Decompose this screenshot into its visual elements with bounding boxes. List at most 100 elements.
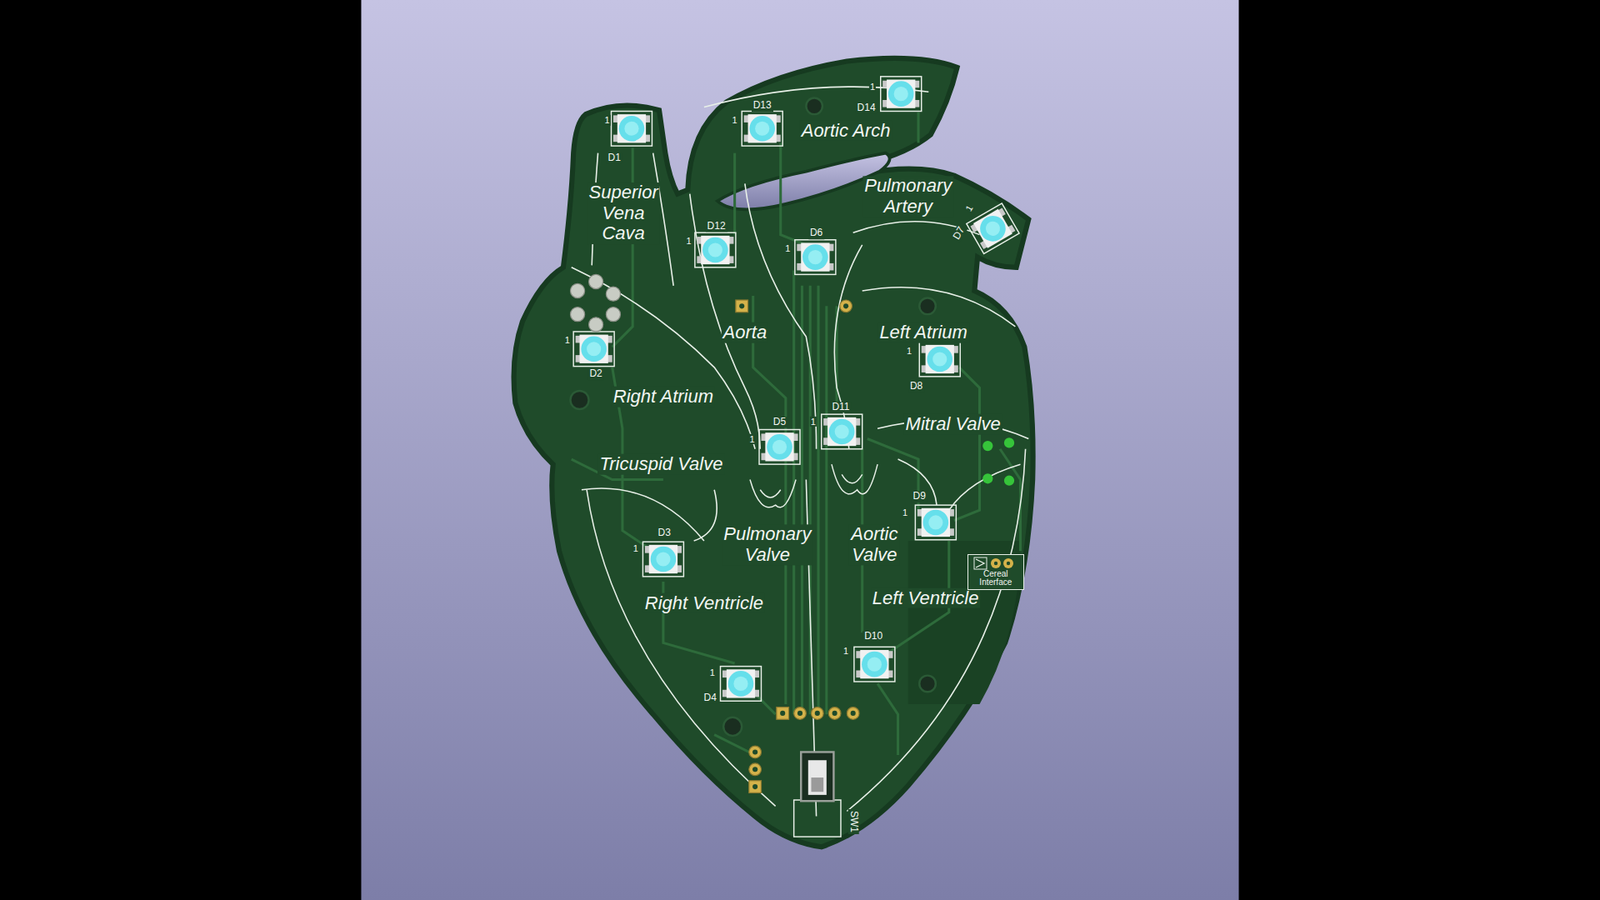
- anatomy-outline: [571, 86, 1030, 817]
- interface-symbol: [973, 556, 1019, 570]
- anatomy-outline: [581, 488, 705, 541]
- pin-marker: 1: [604, 115, 611, 125]
- leds: [966, 203, 1020, 255]
- reference-designator: D4: [702, 692, 719, 704]
- reference-designator: D10: [862, 630, 885, 642]
- switch: [800, 751, 834, 801]
- leds: [610, 110, 652, 146]
- mounting-holes: [919, 675, 936, 693]
- leds: [915, 505, 956, 540]
- connector-pads: [605, 307, 620, 322]
- reference-designator: D2: [587, 369, 604, 380]
- anatomy-outline: [862, 287, 1016, 327]
- leds: [573, 76, 1020, 701]
- leds: [695, 232, 736, 268]
- copper-traces: [571, 112, 1021, 755]
- reference-designator: SW1: [847, 809, 859, 835]
- switch: [794, 751, 841, 837]
- copper-traces: [1000, 449, 1020, 551]
- header-pins: [794, 707, 807, 720]
- header-holes: [850, 710, 856, 716]
- copper-traces: [780, 142, 807, 245]
- header-pins: [810, 707, 824, 720]
- mounting-holes: [805, 98, 823, 115]
- reference-designator: D13: [751, 100, 774, 112]
- region-label: Aorta: [721, 322, 770, 344]
- copper-traces: [877, 683, 898, 755]
- valve-cusps: [841, 474, 862, 483]
- region-label: Pulmonary Artery: [862, 176, 954, 218]
- reference-designator: D7: [950, 224, 968, 244]
- reference-designator: D14: [855, 102, 878, 114]
- test-points: [982, 473, 993, 484]
- region-label: Tricuspid Valve: [597, 454, 725, 475]
- anatomy-outline: [694, 490, 718, 541]
- reference-designator: D8: [908, 380, 925, 392]
- header-pins: [749, 780, 762, 794]
- header-pins: [735, 300, 749, 313]
- pin-marker: 1: [632, 542, 640, 553]
- header-holes: [797, 710, 803, 716]
- interface-box: Cereal Interface: [967, 554, 1025, 590]
- region-label: Aortic Valve: [849, 524, 900, 565]
- leds: [720, 666, 761, 702]
- anatomy-outline: [571, 267, 755, 450]
- interface-symbol: [994, 561, 998, 565]
- copper-traces: [733, 153, 736, 235]
- test-points: [982, 440, 993, 451]
- region-label: Left Atrium: [877, 322, 970, 344]
- header-holes: [815, 710, 820, 716]
- header-holes: [752, 766, 758, 772]
- leds: [919, 341, 960, 377]
- leds: [759, 430, 800, 465]
- copper-traces: [817, 285, 820, 715]
- region-label: Pulmonary Valve: [721, 524, 813, 565]
- connector-pads: [589, 274, 604, 289]
- switch: [808, 760, 827, 795]
- header-holes: [843, 303, 849, 309]
- region-label: Mitral Valve: [904, 414, 1003, 435]
- mounting-holes: [723, 717, 742, 736]
- interface-label: Cereal Interface: [979, 570, 1012, 588]
- pcb-board: [514, 58, 1034, 847]
- header-holes: [832, 710, 838, 716]
- copper-traces: [954, 367, 980, 521]
- interface-symbol: [1003, 558, 1014, 569]
- pin-marker: 1: [901, 507, 909, 518]
- header-pins: [840, 300, 853, 313]
- interface-symbol: [1006, 561, 1010, 565]
- region-label: Aortic Arch: [800, 120, 893, 141]
- connector-pads: [570, 307, 585, 322]
- pin-marker: 1: [709, 667, 716, 678]
- copper-traces: [792, 270, 795, 715]
- region-label: Left Ventricle: [870, 587, 981, 609]
- connector-pads: [570, 274, 620, 332]
- header-pins: [749, 745, 762, 759]
- pin-marker: 1: [685, 235, 692, 246]
- connector-pads: [570, 283, 585, 298]
- mounting-holes: [570, 390, 589, 410]
- pin-marker: 1: [564, 335, 571, 345]
- leds: [573, 331, 615, 367]
- header-pins: [828, 707, 841, 720]
- header-holes: [752, 749, 758, 755]
- anatomy-outline: [846, 449, 1025, 812]
- test-points: [1004, 437, 1015, 448]
- reference-designator: D5: [771, 416, 788, 428]
- pin-marker: 1: [731, 115, 739, 125]
- valve-cusps: [750, 464, 878, 508]
- reference-designator: D6: [808, 228, 825, 240]
- pin-marker: 1: [869, 81, 876, 92]
- valve-cusps: [760, 490, 780, 498]
- switch: [794, 800, 841, 837]
- test-points: [1004, 475, 1015, 486]
- anatomy-outline: [949, 464, 1021, 510]
- reference-designator: D3: [655, 528, 672, 540]
- anatomy-outline: [690, 194, 760, 450]
- copper-traces: [800, 285, 804, 715]
- leds: [741, 110, 783, 146]
- pin-marker: 1: [748, 433, 755, 444]
- leds: [854, 646, 895, 682]
- header-holes: [780, 710, 785, 716]
